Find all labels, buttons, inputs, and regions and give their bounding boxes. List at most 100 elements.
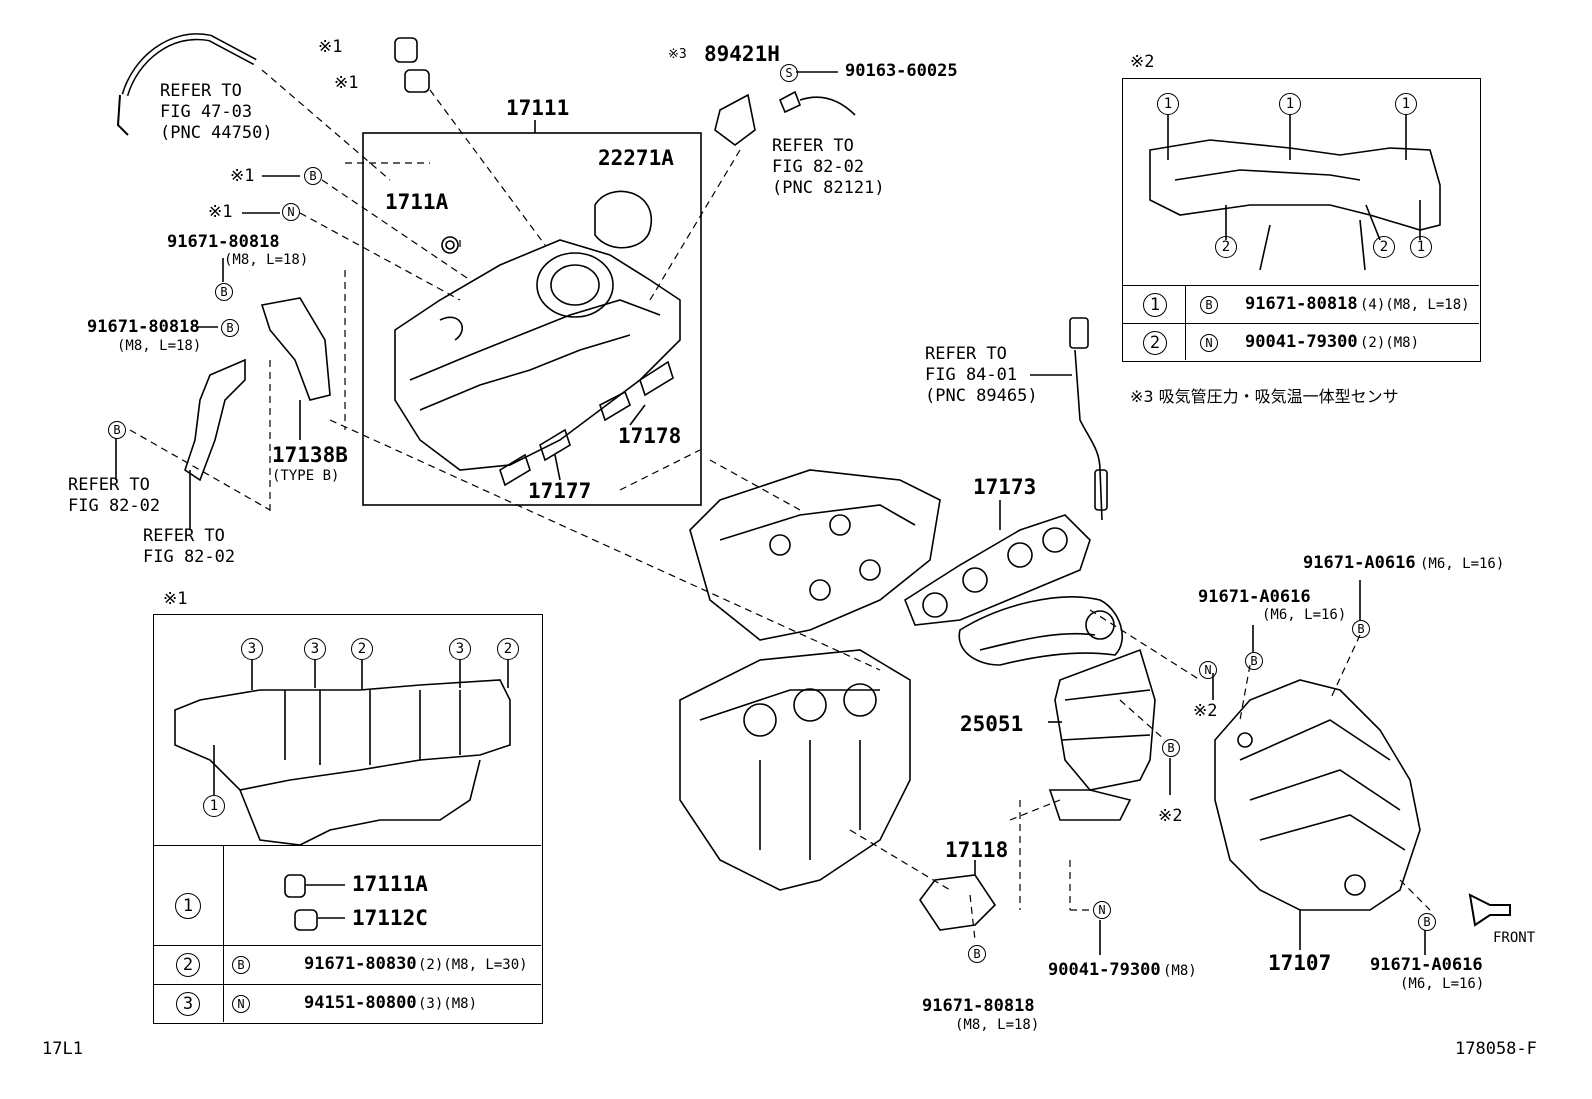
part-91671-a0616-b-spec: (M6, L=16) xyxy=(1262,607,1347,623)
marker-n-icon: N xyxy=(1200,334,1218,352)
circle-3-icon: 3 xyxy=(449,638,471,660)
part-91671-80818-a-spec: (M8, L=18) xyxy=(224,252,309,268)
ref-fig82b-2: FIG 82-02 xyxy=(68,496,161,516)
part-91671-80818-b-spec: (M8, L=18) xyxy=(117,338,202,354)
marker-b-icon: B xyxy=(108,421,126,439)
ref-fig84-2: FIG 84-01 xyxy=(925,365,1018,385)
note2-mark: ※2 xyxy=(1158,806,1183,826)
note2-row1-key: 1 xyxy=(1143,293,1167,317)
circle-2-icon: 2 xyxy=(351,638,373,660)
marker-n-icon: N xyxy=(1093,901,1111,919)
part-17107: 17107 xyxy=(1268,951,1332,975)
part-17138b-type: (TYPE B) xyxy=(272,468,340,484)
ref-fig47-1: REFER TO xyxy=(160,81,242,101)
note1-row2-part: 91671-80830 xyxy=(304,954,417,974)
ref-fig84-1: REFER TO xyxy=(925,344,1007,364)
part-1711a: 1711A xyxy=(385,190,449,214)
marker-b-icon: B xyxy=(304,167,322,185)
ref-fig82a-2: FIG 82-02 xyxy=(772,157,865,177)
part-90163: 90163-60025 xyxy=(845,61,958,81)
marker-s-icon: S xyxy=(780,64,798,82)
ref-fig82a-3: (PNC 82121) xyxy=(772,178,885,198)
part-17138b: 17138B xyxy=(272,443,348,467)
part-90041: 90041-79300 xyxy=(1048,960,1161,980)
note2-row2-key: 2 xyxy=(1143,331,1167,355)
marker-b-icon: B xyxy=(1200,296,1218,314)
note1-row2-key: 2 xyxy=(176,953,200,977)
marker-b-icon: B xyxy=(1352,620,1370,638)
note1-row3-spec: (3)(M8) xyxy=(418,996,478,1012)
part-22271a: 22271A xyxy=(598,146,674,170)
part-91671-a0616-c-spec: (M6, L=16) xyxy=(1400,976,1485,992)
part-17111: 17111 xyxy=(506,96,570,120)
note1-divider xyxy=(153,984,541,985)
note2-table xyxy=(1122,78,1481,362)
part-91671-a0616-b: 91671-A0616 xyxy=(1198,587,1311,607)
circle-1-icon: 1 xyxy=(1157,93,1179,115)
marker-b-icon: B xyxy=(1418,913,1436,931)
circle-3-icon: 3 xyxy=(304,638,326,660)
note1-divider xyxy=(153,945,541,946)
footer-left: 17L1 xyxy=(42,1039,83,1059)
footer-right: 178058-F xyxy=(1455,1039,1537,1059)
note2-row1-spec: (4)(M8, L=18) xyxy=(1360,297,1470,313)
note2-divider xyxy=(1185,285,1186,360)
circle-1-icon: 1 xyxy=(1395,93,1417,115)
marker-n-icon: N xyxy=(232,995,250,1013)
circle-2-icon: 2 xyxy=(1373,236,1395,258)
marker-b-icon: B xyxy=(221,319,239,337)
note2-mark: ※2 xyxy=(1193,701,1218,721)
note1-row2-spec: (2)(M8, L=30) xyxy=(418,957,528,973)
circle-2-icon: 2 xyxy=(497,638,519,660)
note1-mark: ※1 xyxy=(208,202,233,222)
part-91671-a0616-c: 91671-A0616 xyxy=(1370,955,1483,975)
note1-mark: ※1 xyxy=(334,73,359,93)
circle-1-icon: 1 xyxy=(1410,236,1432,258)
note3-mark: ※3 xyxy=(668,47,687,62)
part-91671-a0616-a: 91671-A0616 xyxy=(1303,553,1416,573)
marker-b-icon: B xyxy=(968,945,986,963)
note1-table xyxy=(153,614,543,1024)
part-89421h: 89421H xyxy=(704,42,780,66)
part-91671-80818-b: 91671-80818 xyxy=(87,317,200,337)
circle-3-icon: 3 xyxy=(241,638,263,660)
front-label: FRONT xyxy=(1493,930,1536,946)
note1-title: ※1 xyxy=(163,589,188,609)
part-91671-80818-c-spec: (M8, L=18) xyxy=(955,1017,1040,1033)
part-91671-a0616-a-spec: (M6, L=16) xyxy=(1420,556,1505,572)
ref-fig47-2: FIG 47-03 xyxy=(160,102,253,122)
note2-divider xyxy=(1122,323,1479,324)
note1-mark: ※1 xyxy=(230,166,255,186)
note2-row2-spec: (2)(M8) xyxy=(1360,335,1420,351)
ref-fig47-3: (PNC 44750) xyxy=(160,123,273,143)
circle-2-icon: 2 xyxy=(1215,236,1237,258)
ref-fig84-3: (PNC 89465) xyxy=(925,386,1038,406)
note1-divider xyxy=(223,845,224,1022)
ref-fig82c-2: FIG 82-02 xyxy=(143,547,236,567)
part-90041-spec: (M8) xyxy=(1163,963,1197,979)
note1-row3-part: 94151-80800 xyxy=(304,993,417,1013)
part-17118: 17118 xyxy=(945,838,1009,862)
note2-title: ※2 xyxy=(1130,52,1155,72)
marker-n-icon: N xyxy=(1199,661,1217,679)
part-17177: 17177 xyxy=(528,479,592,503)
ref-fig82c-1: REFER TO xyxy=(143,526,225,546)
marker-b-icon: B xyxy=(215,283,233,301)
marker-b-icon: B xyxy=(232,956,250,974)
note3-text: ※3 吸気管圧力・吸気温一体型センサ xyxy=(1130,387,1399,406)
note1-row1-key: 1 xyxy=(175,893,201,919)
marker-n-icon: N xyxy=(282,203,300,221)
note1-mark: ※1 xyxy=(318,37,343,57)
circle-1-icon: 1 xyxy=(1279,93,1301,115)
note2-row1-part: 91671-80818 xyxy=(1245,294,1358,314)
note1-row1-part-b: 17112C xyxy=(352,906,428,930)
marker-b-icon: B xyxy=(1245,652,1263,670)
ref-fig82a-1: REFER TO xyxy=(772,136,854,156)
marker-b-icon: B xyxy=(1162,739,1180,757)
note2-divider xyxy=(1122,285,1479,286)
part-25051: 25051 xyxy=(960,712,1024,736)
ref-fig82b-1: REFER TO xyxy=(68,475,150,495)
note1-row3-key: 3 xyxy=(176,992,200,1016)
note1-row1-part-a: 17111A xyxy=(352,872,428,896)
